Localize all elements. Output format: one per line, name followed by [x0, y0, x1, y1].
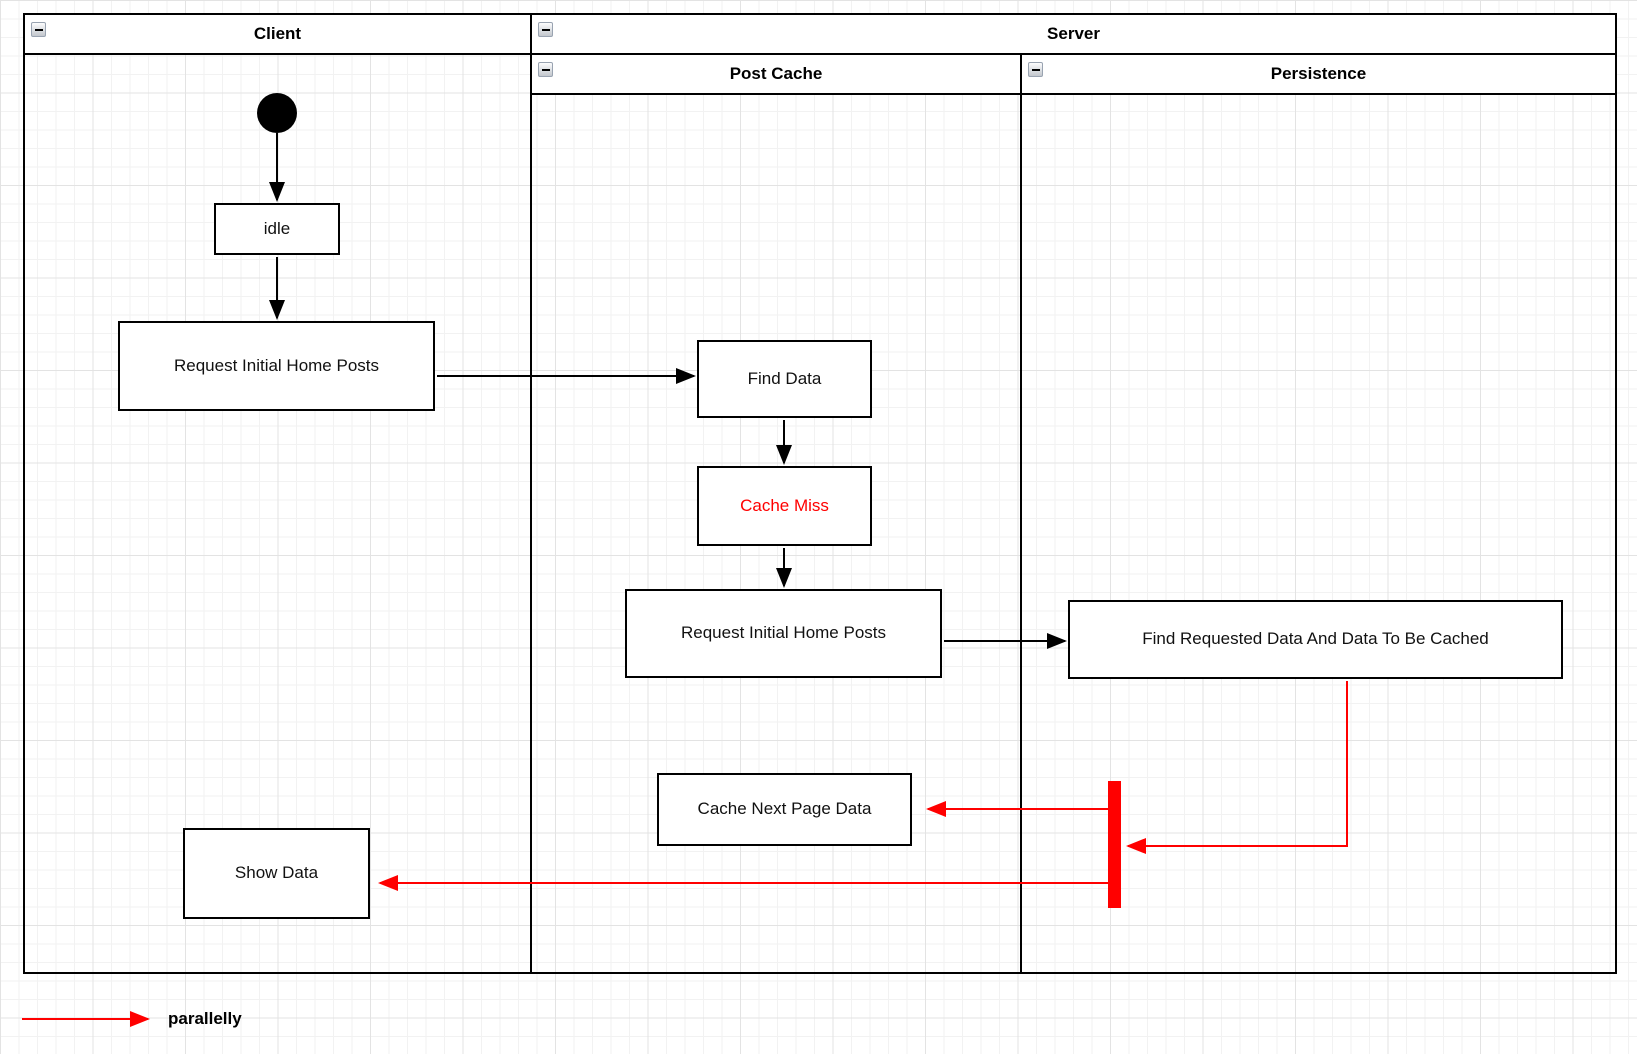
collapse-icon[interactable]: [538, 62, 553, 77]
node-label: Cache Miss: [740, 495, 829, 515]
collapse-icon[interactable]: [538, 22, 553, 37]
collapse-icon[interactable]: [1028, 62, 1043, 77]
swimlane-pool[interactable]: Client Server Post Cache Persistence: [23, 13, 1617, 974]
lane-header-client[interactable]: Client: [25, 15, 530, 55]
lane-header-server[interactable]: Server: [532, 15, 1615, 55]
node-cache-miss[interactable]: Cache Miss: [697, 466, 872, 546]
parallel-fork-bar-icon[interactable]: [1108, 781, 1121, 908]
lane-header-persistence[interactable]: Persistence: [1022, 55, 1615, 95]
node-label: Request Initial Home Posts: [173, 355, 380, 375]
lane-title-persistence: Persistence: [1270, 64, 1367, 83]
node-label: Show Data: [234, 863, 319, 883]
node-show-data[interactable]: Show Data: [183, 828, 370, 919]
node-request-initial-home-posts-client[interactable]: Request Initial Home Posts: [118, 321, 435, 411]
node-request-initial-home-posts-cache[interactable]: Request Initial Home Posts: [625, 589, 942, 678]
initial-state-icon[interactable]: [257, 93, 297, 133]
collapse-icon[interactable]: [31, 22, 46, 37]
legend-label[interactable]: parallelly: [168, 1009, 242, 1028]
node-label: Cache Next Page Data: [697, 799, 872, 819]
minus-icon: [541, 28, 550, 31]
minus-icon: [1031, 68, 1040, 71]
node-label: idle: [263, 218, 291, 238]
node-idle[interactable]: idle: [214, 203, 340, 255]
minus-icon: [541, 68, 550, 71]
lane-title-client: Client: [253, 24, 302, 43]
lane-divider-client-server: [530, 15, 532, 972]
lane-title-server: Server: [1047, 24, 1100, 43]
lane-header-post-cache[interactable]: Post Cache: [532, 55, 1020, 95]
lane-divider-postcache-persistence: [1020, 55, 1022, 972]
node-find-requested-data[interactable]: Find Requested Data And Data To Be Cache…: [1068, 600, 1563, 679]
node-find-data[interactable]: Find Data: [697, 340, 872, 418]
node-label: Request Initial Home Posts: [680, 623, 887, 643]
edge-find-requested-to-fork[interactable]: [1126, 681, 1348, 854]
minus-icon: [34, 28, 43, 31]
node-cache-next-page-data[interactable]: Cache Next Page Data: [657, 773, 912, 846]
node-label: Find Requested Data And Data To Be Cache…: [1142, 629, 1489, 649]
node-label: Find Data: [747, 368, 822, 388]
lane-title-post-cache: Post Cache: [729, 64, 823, 83]
